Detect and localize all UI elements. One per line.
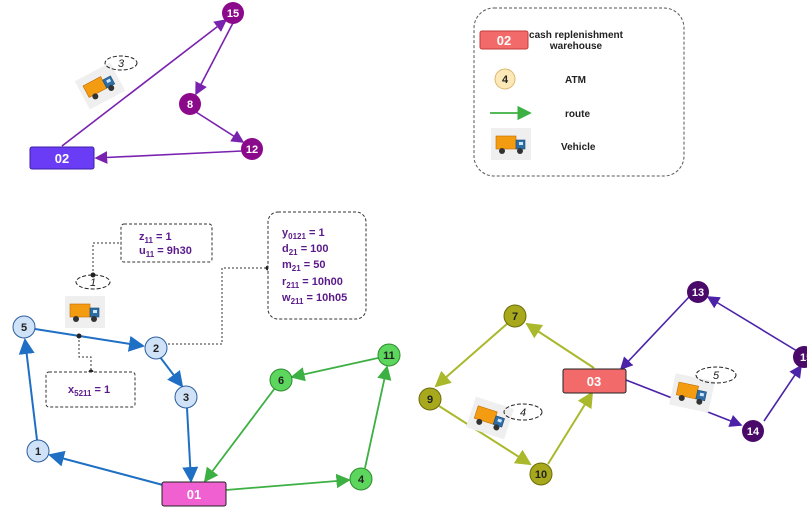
atm-node-8[interactable]: 8 [179,93,201,115]
atm-node-4[interactable]: 4 [349,467,373,491]
legend-atm: 4 ATM [494,68,586,90]
svg-text:3: 3 [183,392,189,404]
legend-warehouse: 02 cash replenishment warehouse [479,30,624,52]
svg-text:z11 = 1: z11 = 1 [139,231,172,245]
truck-icon [668,372,716,414]
annotation-box-x: x5211 = 1 [45,371,136,408]
truck-icon [465,396,515,440]
atm-node-2[interactable]: 2 [144,336,168,360]
vehicle-1: 1 [64,274,111,329]
svg-text:02: 02 [55,151,69,166]
svg-text:02: 02 [497,33,511,48]
annotation-box-z-u: z11 = 1 u11 = 9h30 [120,223,213,263]
svg-text:m21 = 50: m21 = 50 [282,259,325,273]
atm-node-11[interactable]: 11 [377,343,401,367]
atm-node-9[interactable]: 9 [418,387,442,411]
svg-text:5: 5 [713,370,720,382]
depot-01[interactable]: 01 [161,481,227,507]
svg-text:y0121 = 1: y0121 = 1 [282,227,325,241]
depot-02[interactable]: 02 [29,146,95,170]
svg-text:13: 13 [692,287,704,299]
svg-text:5: 5 [21,322,27,334]
svg-text:2: 2 [153,343,159,355]
route-olive [434,322,595,466]
atm-node-7[interactable]: 7 [503,304,527,328]
svg-text:14: 14 [747,426,760,438]
route-indigo [619,296,802,427]
svg-text:1: 1 [35,446,41,458]
annotation-connectors [78,242,268,372]
svg-text:6: 6 [278,375,284,387]
atm-node-6[interactable]: 6 [269,368,293,392]
atm-node-10[interactable]: 10 [529,462,553,486]
svg-text:01: 01 [187,487,201,502]
svg-text:Vehicle: Vehicle [561,142,596,153]
svg-text:10: 10 [535,469,547,481]
svg-text:warehouse: warehouse [549,41,603,52]
svg-text:route: route [565,109,590,120]
svg-text:cash replenishment: cash replenishment [529,30,624,41]
svg-text:r211 = 10h00: r211 = 10h00 [282,276,343,290]
atm-node-3[interactable]: 3 [174,385,198,409]
truck-icon [64,295,106,329]
route-green [203,357,392,491]
legend-vehicle: Vehicle [490,127,596,161]
legend-route: route [490,105,590,121]
svg-text:3: 3 [118,58,125,70]
svg-text:u11 = 9h30: u11 = 9h30 [139,245,192,259]
svg-text:4: 4 [502,74,509,86]
route-purple [61,19,245,164]
truck-icon [490,127,532,161]
vehicle-3: 3 [74,55,138,111]
atm-node-1[interactable]: 1 [26,439,50,463]
svg-text:4: 4 [520,407,526,419]
svg-text:12: 12 [246,144,258,156]
svg-text:w211 = 10h05: w211 = 10h05 [281,292,347,306]
vehicle-5: 5 [668,366,737,414]
svg-text:03: 03 [587,374,601,389]
atm-node-15b[interactable]: 15 [793,346,807,368]
svg-text:4: 4 [358,474,365,486]
atm-node-12[interactable]: 12 [241,138,263,160]
atm-node-13[interactable]: 13 [687,281,709,303]
svg-text:15: 15 [227,8,239,20]
svg-text:d21 = 100: d21 = 100 [282,243,329,257]
svg-text:ATM: ATM [565,75,586,86]
route-blue [18,328,199,486]
vehicle-4: 4 [465,396,543,440]
depot-03[interactable]: 03 [562,368,627,394]
atm-node-5[interactable]: 5 [12,315,36,339]
svg-text:11: 11 [383,350,395,362]
annotation-box-y-d-m-r-w: y0121 = 1 d21 = 100 m21 = 50 r211 = 10h0… [267,211,367,320]
svg-text:15: 15 [800,352,807,364]
legend: 02 cash replenishment warehouse 4 ATM ro… [473,7,685,177]
svg-text:1: 1 [90,277,96,289]
svg-text:8: 8 [187,99,193,111]
svg-text:9: 9 [427,394,433,406]
atm-node-15[interactable]: 15 [222,2,244,24]
svg-text:x5211 = 1: x5211 = 1 [68,384,110,398]
svg-text:7: 7 [512,311,518,323]
atm-node-14[interactable]: 14 [742,420,764,442]
